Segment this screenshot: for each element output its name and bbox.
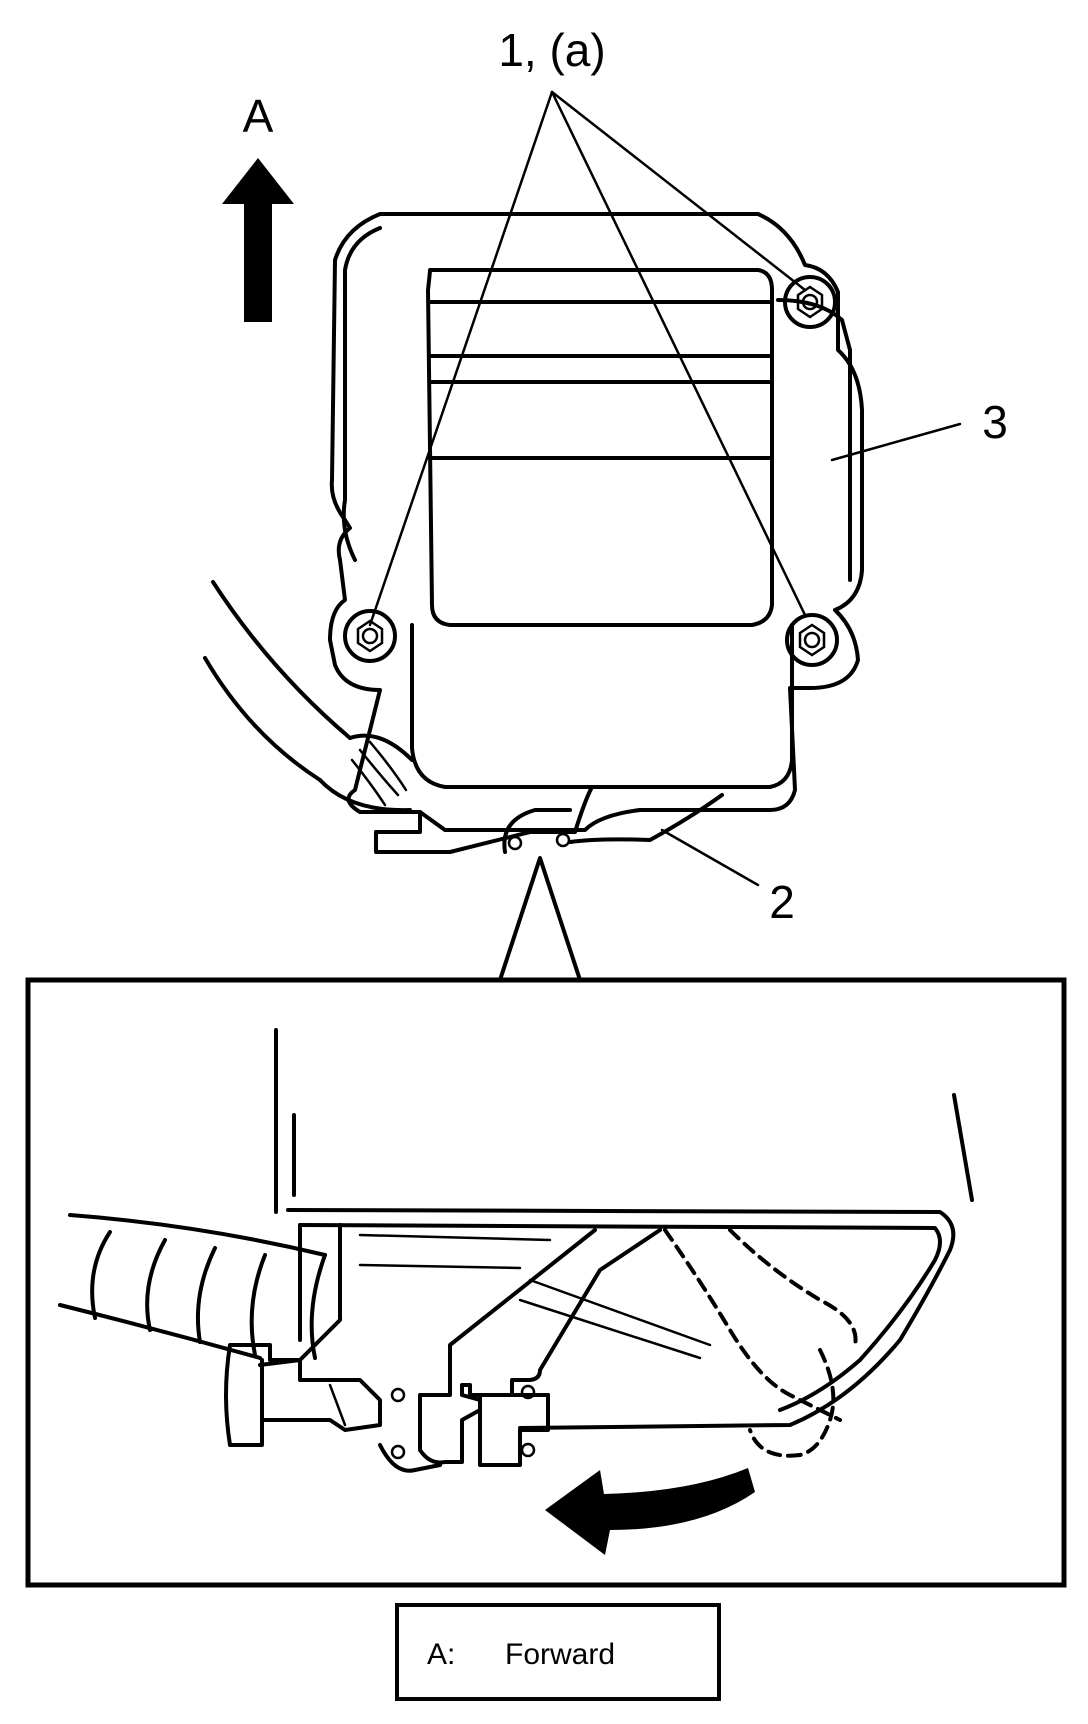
connector <box>374 785 724 854</box>
bolt-lower-right-icon <box>785 613 839 667</box>
legend-box: A: Forward <box>395 1603 721 1701</box>
bolt-lower-left-icon <box>343 609 397 663</box>
wire-harness <box>203 580 414 813</box>
detail-module-edges <box>274 1028 974 1430</box>
direction-label: A <box>243 90 274 142</box>
legend-value: Forward <box>505 1638 615 1671</box>
detail-housing-interior <box>298 1210 932 1360</box>
fastener-leader-lines <box>368 90 807 627</box>
forward-arrow-icon <box>222 158 294 322</box>
module-leader-line <box>830 422 962 462</box>
detail-connector-plug <box>224 1343 382 1447</box>
legend-key: A: <box>427 1638 455 1671</box>
bolt-upper-right-icon <box>783 275 837 329</box>
detail-inset-frame <box>25 977 1067 1588</box>
detail-lock-lever <box>378 1228 662 1473</box>
connector-leader-line <box>660 828 760 887</box>
detail-lever-released-outline <box>663 1228 858 1458</box>
module-cover <box>426 268 774 627</box>
detail-cable <box>58 1213 342 1367</box>
connector-callout: 2 <box>769 876 795 928</box>
module-housing <box>328 212 864 832</box>
module-callout: 3 <box>982 396 1008 448</box>
fastener-callout: 1, (a) <box>498 24 605 76</box>
rotation-arrow-icon <box>545 1468 755 1555</box>
detail-callout-pointer <box>498 856 582 982</box>
module-lower-shell <box>410 623 794 789</box>
